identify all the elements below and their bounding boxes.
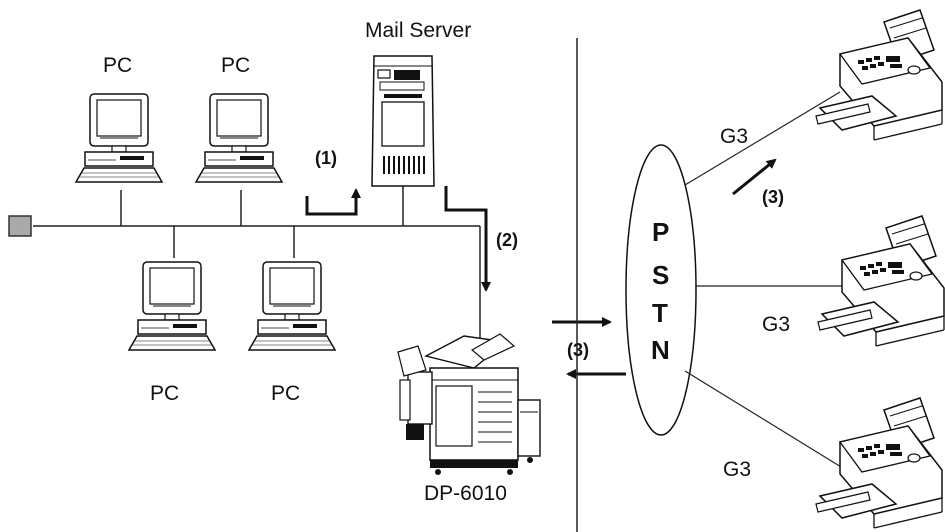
pc-bottom-left-icon <box>128 261 216 351</box>
step-3-fax-label: (3) <box>762 187 784 207</box>
pc-top-right-icon <box>195 93 283 183</box>
mail-server-label: Mail Server <box>365 19 471 42</box>
pc-bottom-right-icon <box>248 261 336 351</box>
fax-machine-middle-icon <box>817 215 945 347</box>
pc-bottom-left-label: PC <box>150 382 179 405</box>
step-1-arrow <box>305 188 361 216</box>
step-1-label: (1) <box>315 148 337 168</box>
pc-top-right-label: PC <box>221 54 250 77</box>
pc-top-left-icon <box>75 93 163 183</box>
pstn-letter-s: S <box>652 260 669 290</box>
pstn-fax-top-line <box>684 91 841 186</box>
dp-6010-label: DP-6010 <box>424 482 507 505</box>
pstn-fax-bottom-line <box>684 370 847 471</box>
pstn-letter-n: N <box>651 335 670 365</box>
fax-machine-top-icon <box>815 9 943 141</box>
step-2-label: (2) <box>496 230 518 250</box>
fax-top-g3-label: G3 <box>720 125 748 148</box>
pstn-letter-t: T <box>652 298 668 328</box>
step-3-network-label: (3) <box>567 340 589 360</box>
step-3-fax-arrow <box>732 158 777 196</box>
lan-network <box>8 186 481 340</box>
fax-bottom-g3-label: G3 <box>723 458 751 481</box>
mail-server-icon <box>371 55 435 187</box>
lan-terminator-icon <box>8 215 32 237</box>
pc-top-left-label: PC <box>103 54 132 77</box>
pstn-ellipse <box>625 144 697 436</box>
pc-bottom-right-label: PC <box>271 382 300 405</box>
pstn-letter-p: P <box>652 217 669 247</box>
dp-6010-printer-icon <box>397 333 541 475</box>
step-2-arrow <box>444 186 491 292</box>
fax-middle-g3-label: G3 <box>762 313 790 336</box>
